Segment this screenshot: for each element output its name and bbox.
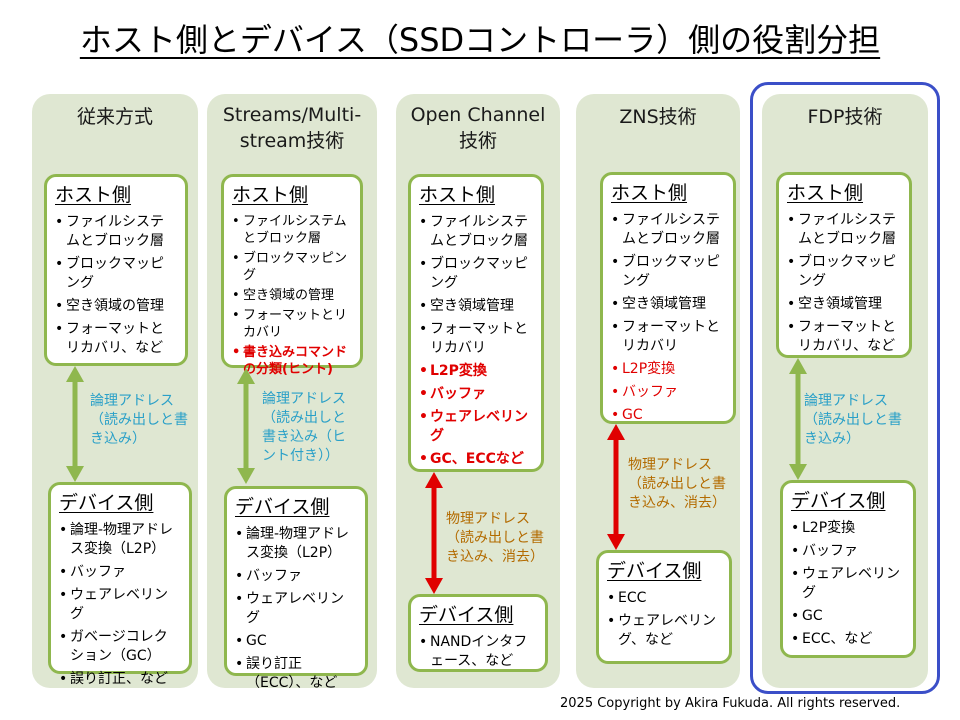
list-item: NANDインタフェース、など: [419, 633, 537, 671]
list-item-highlight: 書き込みコマンドの分類(ヒント): [232, 344, 352, 378]
device-box-title: デバイス側: [607, 560, 702, 582]
list-item: ブロックマッピング: [787, 253, 901, 291]
arrow-label: 物理アドレス （読み出しと書 き込み、消去）: [446, 511, 544, 565]
device-box-fdp: デバイス側 L2P変換 バッファ ウェアレベリング GC ECC、など: [780, 480, 916, 658]
host-box-title: ホスト側: [232, 184, 309, 206]
column-heading: ZNS技術: [619, 106, 697, 128]
device-box-title: デバイス側: [59, 492, 154, 514]
device-box-open-channel: デバイス側 NANDインタフェース、など: [408, 594, 548, 672]
column-heading: Streams/Multi- stream技術: [222, 104, 362, 152]
list-item: 論理-物理アドレス変換（L2P）: [59, 521, 181, 559]
list-item: ファイルシステムとブロック層: [419, 213, 533, 251]
list-item: 誤り訂正（ECC）、など: [235, 655, 357, 693]
list-item: ブロックマッピング: [419, 255, 533, 293]
red-arrow: [425, 472, 443, 594]
arrow-label: 論理アドレス （読み出しと 書き込み（ヒ ント付き））: [262, 391, 346, 464]
list-item: ブロックマッピング: [55, 255, 177, 293]
list-item: ウェアレベリング: [791, 565, 905, 603]
host-box-open-channel: ホスト側 ファイルシステムとブロック層 ブロックマッピング 空き領域管理 フォー…: [408, 174, 544, 472]
list-item-highlight: ウェアレベリング: [419, 408, 533, 446]
device-box-title: デバイス側: [791, 490, 886, 512]
device-box-streams: デバイス側 論理-物理アドレス変換（L2P） バッファ ウェアレベリング GC …: [224, 486, 368, 691]
list-item: ウェアレベリング: [59, 586, 181, 624]
device-box-conventional: デバイス側 論理-物理アドレス変換（L2P） バッファ ウェアレベリング ガベー…: [48, 482, 192, 689]
list-item: バッファ: [791, 542, 905, 561]
list-item-highlight: バッファ: [611, 383, 725, 402]
column-heading: 従来方式: [76, 106, 153, 128]
list-item: フォーマットとリカバリ、など: [787, 318, 901, 356]
list-item: 空き領域管理: [419, 297, 533, 316]
list-item: 空き領域管理: [787, 295, 901, 314]
list-item: ECC: [607, 589, 721, 608]
list-item: フォーマットとリカバリ: [419, 320, 533, 358]
page-title: ホスト側とデバイス（SSDコントローラ）側の役割分担: [79, 21, 881, 59]
host-box-title: ホスト側: [419, 184, 496, 206]
green-arrow: [789, 358, 807, 480]
host-box-fdp: ホスト側 ファイルシステムとブロック層 ブロックマッピング 空き領域管理 フォー…: [776, 172, 912, 358]
list-item: バッファ: [59, 563, 181, 582]
column-heading: Open Channel 技術: [410, 104, 546, 152]
host-box-title: ホスト側: [611, 182, 688, 204]
list-item: ブロックマッピング: [611, 253, 725, 291]
list-item-highlight: GC、ECCなど: [419, 450, 533, 469]
list-item: ウェアレベリング、など: [607, 612, 721, 650]
list-item: 論理-物理アドレス変換（L2P）: [235, 525, 357, 563]
list-item: ガベージコレクション（GC）: [59, 628, 181, 666]
green-arrow: [66, 366, 84, 482]
list-item-highlight: バッファ: [419, 385, 533, 404]
host-box-title: ホスト側: [787, 182, 864, 204]
list-item: ウェアレベリング: [235, 590, 357, 628]
list-item: ファイルシステムとブロック層: [611, 211, 725, 249]
arrow-label: 論理アドレス （読み出しと書き込み）: [90, 393, 188, 447]
list-item: ファイルシステムとブロック層: [55, 213, 177, 251]
list-item: フォーマットとリカバリ: [232, 307, 352, 341]
list-item: 空き領域管理: [611, 295, 725, 314]
list-item: 誤り訂正、など: [59, 670, 181, 689]
host-box-zns: ホスト側 ファイルシステムとブロック層 ブロックマッピング 空き領域管理 フォー…: [600, 172, 736, 425]
list-item: ファイルシステムとブロック層: [232, 213, 352, 247]
device-box-title: デバイス側: [419, 604, 514, 626]
device-box-zns: デバイス側 ECC ウェアレベリング、など: [596, 550, 732, 664]
fdp-highlight-frame: [750, 82, 940, 694]
list-item: ECC、など: [791, 630, 905, 649]
host-box-title: ホスト側: [55, 184, 132, 206]
list-item-highlight: L2P変換: [611, 360, 725, 379]
list-item: ブロックマッピング: [232, 250, 352, 284]
copyright-notice: 2025 Copyright by Akira Fukuda. All righ…: [560, 696, 901, 711]
list-item: 空き領域の管理: [55, 297, 177, 316]
list-item: フォーマットとリカバリ: [611, 318, 725, 356]
list-item: ファイルシステムとブロック層: [787, 211, 901, 249]
device-box-title: デバイス側: [235, 496, 330, 518]
column-heading: FDP技術: [807, 106, 883, 128]
list-item-highlight: GC: [611, 406, 725, 425]
list-item-highlight: L2P変換: [419, 362, 533, 381]
arrow-label: 物理アドレス （読み出しと書 き込み、消去）: [628, 457, 726, 511]
list-item: GC: [791, 607, 905, 626]
list-item: 空き領域の管理: [232, 287, 352, 304]
list-item: L2P変換: [791, 519, 905, 538]
arrow-label: 論理アドレス （読み出しと書 き込み）: [804, 393, 902, 447]
host-box-streams: ホスト側 ファイルシステムとブロック層 ブロックマッピング 空き領域の管理 フォ…: [221, 174, 363, 377]
host-box-conventional: ホスト側 ファイルシステムとブロック層 ブロックマッピング 空き領域の管理 フォ…: [44, 174, 188, 366]
red-arrow: [607, 424, 625, 550]
list-item: フォーマットとリカバリ、など: [55, 320, 177, 358]
list-item: GC: [235, 632, 357, 651]
list-item: バッファ: [235, 567, 357, 586]
green-arrow: [237, 368, 255, 484]
